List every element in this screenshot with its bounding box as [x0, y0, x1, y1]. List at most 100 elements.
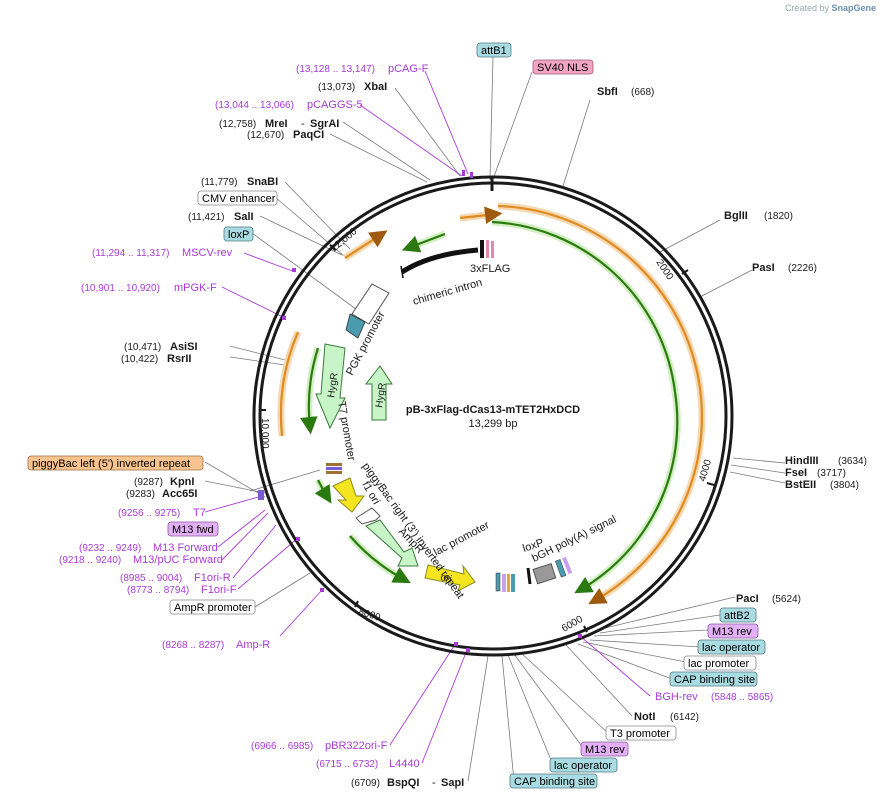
feature-m13-rev: M13 rev: [712, 626, 752, 638]
boxed-features: attB1 SV40 NLS CMV enhancer loxP piggyBa…: [27, 42, 766, 789]
callout-lines: [204, 55, 786, 782]
label-ori: ori: [439, 572, 452, 585]
primer-pos: (10,901 .. 10,920): [81, 283, 160, 294]
enzyme-labels: SbfI (668) BglII (1820) PasI (2226) Hind…: [121, 81, 867, 789]
enzyme-name: BspQI: [387, 777, 419, 789]
primer-name: pCAGGS-5: [307, 99, 363, 111]
enzyme-pos: (1820): [764, 211, 793, 222]
enzyme-name: Acc65I: [162, 488, 197, 500]
enzyme-pos: (3804): [830, 480, 859, 491]
feature-attb1: attB1: [481, 45, 507, 57]
enzyme-name: MreI: [265, 118, 288, 130]
primer-pos: (6966 .. 6985): [251, 741, 313, 752]
primer-name: MSCV-rev: [182, 247, 233, 259]
primer-name: pCAG-F: [388, 63, 429, 75]
enzyme-pos: (5624): [772, 594, 801, 605]
enzyme-name: RsrII: [167, 353, 191, 365]
enzyme-name: HindIII: [785, 455, 819, 467]
enzyme-pos: (6142): [670, 712, 699, 723]
label-chimeric-intron: chimeric intron: [412, 277, 484, 308]
primer-pos: (13,128 .. 13,147): [296, 64, 375, 75]
primer-pos: (9232 .. 9249): [79, 543, 141, 554]
enzyme-pos: (3717): [817, 468, 846, 479]
enzyme-name: SbfI: [597, 86, 618, 98]
enzyme-pos: (9287): [134, 477, 163, 488]
enzyme-name: FseI: [785, 467, 807, 479]
feature-cap-binding-site: CAP binding site: [674, 674, 755, 686]
primer-callouts: [204, 70, 651, 764]
feature-attb2: attB2: [724, 610, 750, 622]
enzyme-name: SalI: [234, 211, 254, 223]
ruler-ticks: [259, 244, 715, 633]
primer-pos: (11,294 .. 11,317): [92, 248, 169, 259]
primer-pos: (9256 .. 9275): [118, 508, 180, 519]
enzyme-pos: (13,073): [318, 82, 355, 93]
enzyme-name: AsiSI: [170, 341, 198, 353]
feature-lac-operator: lac operator: [702, 642, 760, 654]
primer-pos: (8773 .. 8794): [127, 585, 189, 596]
enzyme-pos: (10,422): [121, 354, 158, 365]
feature-t3-promoter: T3 promoter: [610, 728, 670, 740]
tick-label-2000: 2000: [654, 258, 676, 283]
enzyme-name: PaqCI: [293, 129, 324, 141]
enzyme-pos: (11,779): [201, 177, 238, 188]
enzyme-name: NotI: [634, 711, 655, 723]
primer-name: mPGK-F: [174, 282, 217, 294]
enzyme-name: BglII: [724, 210, 748, 222]
primer-labels: (13,128 .. 13,147) pCAG-F (13,044 .. 13,…: [59, 63, 773, 770]
snapgene-watermark: Created by SnapGene: [785, 3, 876, 13]
primer-pos: (5848 .. 5865): [711, 692, 773, 703]
plasmid-title: pB-3xFlag-dCas13-mTET2HxDCD 13,299 bp: [406, 404, 580, 430]
enzyme-pos: (6709): [351, 778, 380, 789]
feature-cap-binding-site: CAP binding site: [514, 776, 595, 788]
enzyme-pos: (12,670): [247, 130, 284, 141]
primer-name: BGH-rev: [655, 691, 698, 703]
feature-sv40-nls: SV40 NLS: [537, 62, 588, 74]
primer-name: M13/pUC Forward: [133, 554, 223, 566]
primer-name: L4440: [389, 758, 420, 770]
label-3xflag: 3xFLAG: [470, 263, 510, 275]
primer-name: M13 Forward: [153, 542, 218, 554]
feature-loxp: loxP: [228, 229, 249, 241]
primer-name: Amp-R: [236, 639, 270, 651]
label-hygr-a: HygR: [326, 372, 340, 398]
primer-pos: (8985 .. 9004): [120, 573, 182, 584]
primer-name: F1ori-R: [194, 572, 231, 584]
enzyme-pos: (11,421): [188, 212, 225, 223]
feature-ampr-promoter: AmpR promoter: [174, 602, 252, 614]
enzyme-separator: -: [432, 777, 436, 789]
feature-lac-operator: lac operator: [554, 760, 612, 772]
primer-name: pBR322ori-F: [325, 740, 388, 752]
enzyme-pos: (9283): [126, 489, 155, 500]
primer-pos: (6715 .. 6732): [316, 759, 378, 770]
tick-label-10000: 10,000: [259, 418, 270, 449]
enzyme-name: SnaBI: [247, 176, 278, 188]
feature-piggybac-left: piggyBac left (5') inverted repeat: [32, 458, 190, 470]
enzyme-name: SgrAI: [310, 118, 339, 130]
feature-m13-fwd: M13 fwd: [172, 524, 214, 536]
inner-features: [315, 240, 573, 593]
primer-pos: (13,044 .. 13,066): [215, 100, 294, 111]
feature-m13-rev: M13 rev: [585, 744, 625, 756]
enzyme-name: PacI: [736, 593, 759, 605]
plasmid-length: 13,299 bp: [469, 418, 518, 430]
primer-name: T7: [193, 507, 206, 519]
enzyme-pos: (10,471): [124, 342, 161, 353]
enzyme-pos: (3634): [838, 456, 867, 467]
enzyme-name: KpnI: [170, 476, 194, 488]
label-hygr-b: HygR: [374, 382, 388, 408]
label-lac-promoter: lac promoter: [432, 519, 492, 558]
plasmid-name: pB-3xFlag-dCas13-mTET2HxDCD: [406, 404, 580, 416]
primer-pos: (8268 .. 8287): [162, 640, 224, 651]
label-bgh-polya: bGH poly(A) signal: [530, 513, 618, 564]
primer-name: F1ori-F: [201, 584, 237, 596]
snapgene-brand: SnapGene: [831, 3, 876, 13]
enzyme-pos: (12,758): [219, 119, 256, 130]
enzyme-pos: (668): [631, 87, 654, 98]
watermark-text: Created by: [784, 3, 829, 13]
feature-lac-promoter: lac promoter: [688, 658, 749, 670]
enzyme-name: SapI: [441, 777, 464, 789]
enzyme-pos: (2226): [788, 263, 817, 274]
cds-arcs: [277, 202, 706, 605]
